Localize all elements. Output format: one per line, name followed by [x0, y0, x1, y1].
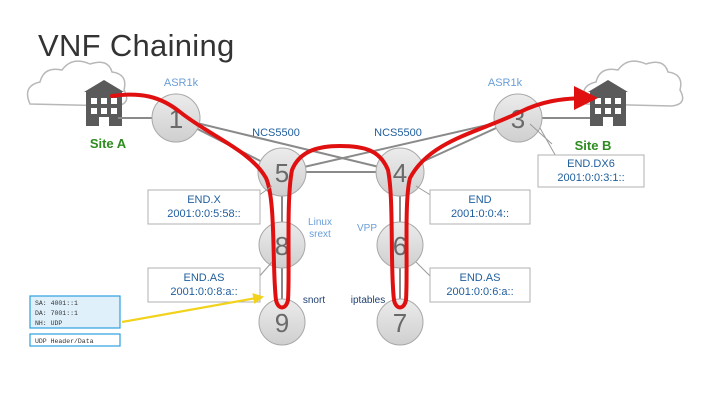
switch-label-left: NCS5500	[252, 127, 300, 139]
svg-text:7: 7	[393, 308, 407, 338]
svg-text:2001:0:0:5:58::: 2001:0:0:5:58::	[167, 208, 240, 220]
site-b-label: Site B	[575, 138, 612, 153]
vnf-vpp-label: VPP	[357, 223, 377, 234]
svg-text:2001:0:0:8:a::: 2001:0:0:8:a::	[170, 286, 237, 298]
packet-payload: UDP Header/Data	[35, 338, 94, 345]
segment-end: END 2001:0:0:4::	[429, 189, 531, 225]
svg-text:2001:0:0:6:a::: 2001:0:0:6:a::	[446, 286, 513, 298]
link-1-4	[175, 117, 401, 173]
node-4: 4	[375, 147, 425, 197]
svg-text:8: 8	[275, 231, 289, 261]
svg-text:END.DX6: END.DX6	[567, 158, 615, 170]
site-a-label: Site A	[90, 136, 127, 151]
segment-end-dx6: END.DX6 2001:0:0:3:1::	[537, 154, 645, 188]
vnf-srext-label: srext	[309, 229, 331, 240]
svg-text:END: END	[468, 194, 491, 206]
svg-text:9: 9	[275, 308, 289, 338]
packet-header-box: SA: 4001::1 DA: 7001::1 NH: UDP UDP Head…	[29, 295, 121, 347]
router-label-left: ASR1k	[164, 77, 199, 89]
node-7: 7	[376, 298, 424, 346]
segment-end-x: END.X 2001:0:0:5:58::	[147, 189, 261, 225]
traffic-path	[110, 86, 598, 310]
node-8: 8	[258, 221, 306, 269]
vnf-snort-label: snort	[303, 295, 325, 306]
svg-text:END.X: END.X	[187, 194, 221, 206]
packet-pointer-arrow	[121, 293, 265, 324]
node-6: 6	[376, 221, 424, 269]
svg-text:DA: 7001::1: DA: 7001::1	[35, 310, 78, 317]
svg-text:5: 5	[275, 158, 289, 188]
vnf-linux-label: Linux	[308, 217, 332, 228]
svg-text:2001:0:0:4::: 2001:0:0:4::	[451, 208, 509, 220]
segment-end-as-left: END.AS 2001:0:0:8:a::	[147, 267, 261, 303]
router-label-right: ASR1k	[488, 77, 523, 89]
svg-text:6: 6	[393, 231, 407, 261]
vnf-iptables-label: iptables	[351, 295, 385, 306]
node-9: 9	[258, 298, 306, 346]
svg-text:END.AS: END.AS	[184, 272, 225, 284]
switch-label-right: NCS5500	[374, 127, 422, 139]
node-3: 3	[493, 93, 543, 143]
node-5: 5	[257, 147, 307, 197]
segment-end-as-right: END.AS 2001:0:0:6:a::	[429, 267, 531, 303]
link-3-5	[281, 117, 519, 173]
building-site-a-icon	[84, 80, 124, 126]
page-title: VNF Chaining	[38, 28, 235, 63]
svg-text:SA: 4001::1: SA: 4001::1	[35, 300, 78, 307]
svg-text:NH: UDP: NH: UDP	[35, 320, 62, 327]
svg-text:END.AS: END.AS	[460, 272, 501, 284]
svg-text:2001:0:0:3:1::: 2001:0:0:3:1::	[557, 172, 624, 184]
svg-text:4: 4	[393, 158, 407, 188]
node-1: 1	[151, 93, 201, 143]
